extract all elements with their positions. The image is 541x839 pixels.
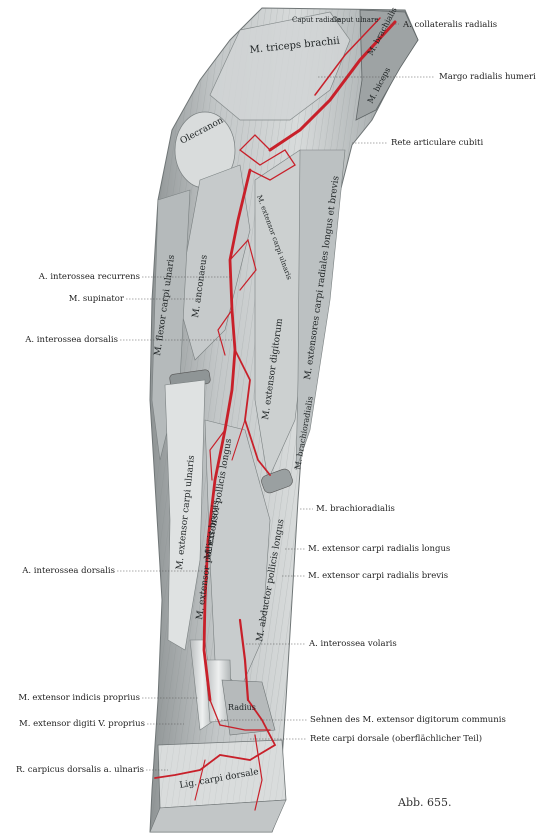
- label-m-ext-digiti-v-proprius: M. extensor digiti V. proprius: [19, 719, 145, 729]
- caput-ulnare-label: Caput ulnare: [332, 16, 378, 24]
- label-a-interossea-dorsalis-upper: A. interossea dorsalis: [25, 335, 118, 345]
- label-rete-articulare-cubiti: Rete articulare cubiti: [391, 138, 484, 148]
- label-sehnen-ext-digitorum: Sehnen des M. extensor digitorum communi…: [310, 715, 506, 725]
- label-a-interossea-recurrens: A. interossea recurrens: [38, 272, 140, 282]
- label-a-collateralis-radialis: A. collateralis radialis: [403, 20, 498, 30]
- leader-lines: [117, 23, 435, 771]
- label-m-supinator: M. supinator: [68, 294, 124, 304]
- caput-radiale-label: Caput radiale: [292, 16, 340, 24]
- radius-label: Radius: [228, 703, 256, 712]
- figure-number: Abb. 655.: [398, 796, 452, 809]
- label-m-ext-indicis-proprius: M. extensor indicis proprius: [18, 693, 140, 703]
- label-ext-carpi-radialis-brevis: M. extensor carpi radialis brevis: [308, 571, 449, 581]
- label-rete-carpi-dorsale: Rete carpi dorsale (oberflächlicher Teil…: [310, 734, 483, 744]
- label-margo-radialis-humeri: Margo radialis humeri: [439, 72, 536, 82]
- artery-network: [154, 17, 397, 811]
- label-ext-carpi-radialis-longus: M. extensor carpi radialis longus: [308, 544, 451, 554]
- label-m-brachioradialis: M. brachioradialis: [316, 504, 395, 514]
- label-a-interossea-volaris: A. interossea volaris: [309, 639, 397, 649]
- label-r-carpicus-dorsalis: R. carpicus dorsalis a. ulnaris: [15, 765, 144, 775]
- label-a-interossea-dorsalis-lower: A. interossea dorsalis: [22, 566, 115, 576]
